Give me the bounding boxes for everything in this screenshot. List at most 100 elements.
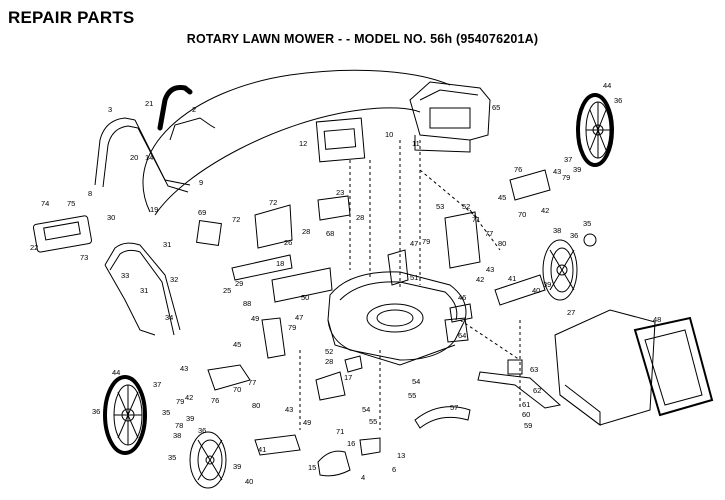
callout-27: 27 xyxy=(567,308,575,317)
wheel-front-left xyxy=(103,375,147,455)
baffle xyxy=(414,406,471,429)
callout-71a: 71 xyxy=(472,215,480,224)
callout-74: 74 xyxy=(41,199,49,208)
callout-51: 51 xyxy=(410,273,418,282)
callout-35c: 35 xyxy=(168,453,176,462)
callout-55b: 55 xyxy=(369,417,377,426)
callout-72a: 72 xyxy=(232,215,240,224)
throttle-cable xyxy=(142,69,451,213)
callout-33: 33 xyxy=(121,271,129,280)
callout-60: 60 xyxy=(522,410,530,419)
part-15 xyxy=(317,450,351,477)
callout-labels: 21 3 2 20 14 9 8 19 74 75 30 22 73 31 33… xyxy=(30,81,661,486)
bag-frame xyxy=(633,316,714,417)
bail-bar xyxy=(157,85,193,131)
callout-63: 63 xyxy=(530,365,538,374)
callout-36c: 36 xyxy=(92,407,100,416)
callout-23: 23 xyxy=(336,188,344,197)
callout-40b: 40 xyxy=(245,477,253,486)
callout-52: 52 xyxy=(462,202,470,211)
leader-lines xyxy=(299,140,521,430)
callout-78: 78 xyxy=(175,421,183,430)
callout-77a: 77 xyxy=(485,229,493,238)
callout-12: 12 xyxy=(299,139,307,148)
callout-20: 20 xyxy=(130,153,138,162)
callout-2: 2 xyxy=(192,105,196,114)
callout-46: 46 xyxy=(458,293,466,302)
callout-75: 75 xyxy=(67,199,75,208)
height-adjuster-rear xyxy=(494,274,546,306)
part-51 xyxy=(387,249,409,286)
callout-76: 76 xyxy=(514,165,522,174)
callout-4: 4 xyxy=(361,473,365,482)
bracket-26 xyxy=(254,204,293,249)
callout-18: 18 xyxy=(276,259,284,268)
callout-52b: 52 xyxy=(325,347,333,356)
callout-29: 29 xyxy=(235,279,243,288)
height-adjuster-mid xyxy=(254,434,301,456)
page-title: REPAIR PARTS xyxy=(8,8,135,27)
callout-49b: 49 xyxy=(303,418,311,427)
plate-69 xyxy=(196,220,222,246)
wheel-rear-left xyxy=(542,239,578,301)
callout-38: 38 xyxy=(553,226,561,235)
height-adjuster-front xyxy=(207,364,251,391)
callout-15: 15 xyxy=(308,463,316,472)
callout-42c: 42 xyxy=(185,393,193,402)
callout-79a: 79 xyxy=(562,173,570,182)
callout-38b: 38 xyxy=(173,431,181,440)
callout-62: 62 xyxy=(533,386,541,395)
callout-44b: 44 xyxy=(112,368,120,377)
callout-8: 8 xyxy=(88,189,92,198)
callout-55a: 55 xyxy=(408,391,416,400)
callout-59: 59 xyxy=(524,421,532,430)
callout-79d: 79 xyxy=(176,397,184,406)
callout-25: 25 xyxy=(223,286,231,295)
callout-45: 45 xyxy=(498,193,506,202)
callout-35b: 35 xyxy=(162,408,170,417)
callout-37b: 37 xyxy=(153,380,161,389)
callout-68: 68 xyxy=(326,229,334,238)
bracket-53 xyxy=(444,211,481,269)
callout-35a: 35 xyxy=(583,219,591,228)
callout-79b: 79 xyxy=(422,237,430,246)
callout-31a: 31 xyxy=(163,240,171,249)
callout-53: 53 xyxy=(436,202,444,211)
callout-36a: 36 xyxy=(614,96,622,105)
callout-44a: 44 xyxy=(603,81,611,90)
callout-50: 50 xyxy=(301,293,309,302)
callout-26: 26 xyxy=(284,238,292,247)
bracket-49 xyxy=(261,317,286,359)
callout-6: 6 xyxy=(392,465,396,474)
callout-80a: 80 xyxy=(498,239,506,248)
callout-34: 34 xyxy=(165,313,173,322)
part-17 xyxy=(344,355,363,373)
callout-69: 69 xyxy=(198,208,206,217)
engine xyxy=(409,81,491,153)
callout-13: 13 xyxy=(397,451,405,460)
grass-bag xyxy=(554,309,656,426)
callout-39c: 39 xyxy=(186,414,194,423)
callout-43b: 43 xyxy=(486,265,494,274)
wheel-rear-right xyxy=(576,93,614,167)
callout-19: 19 xyxy=(150,205,158,214)
callout-65: 65 xyxy=(492,103,500,112)
flap-23 xyxy=(317,195,351,221)
callout-79c: 79 xyxy=(288,323,296,332)
callout-10: 10 xyxy=(385,130,393,139)
callout-80b: 80 xyxy=(252,401,260,410)
callout-40a: 40 xyxy=(532,286,540,295)
callout-41a: 41 xyxy=(508,274,516,283)
callout-21: 21 xyxy=(145,99,153,108)
callout-30: 30 xyxy=(107,213,115,222)
bag-box xyxy=(32,215,93,253)
callout-28c: 28 xyxy=(325,357,333,366)
callout-32: 32 xyxy=(170,275,178,284)
callout-28a: 28 xyxy=(302,227,310,236)
callout-41b: 41 xyxy=(258,445,266,454)
callout-31b: 31 xyxy=(140,286,148,295)
part-54-bracket xyxy=(315,371,346,401)
callout-36b: 36 xyxy=(570,231,578,240)
callout-88: 88 xyxy=(243,299,251,308)
